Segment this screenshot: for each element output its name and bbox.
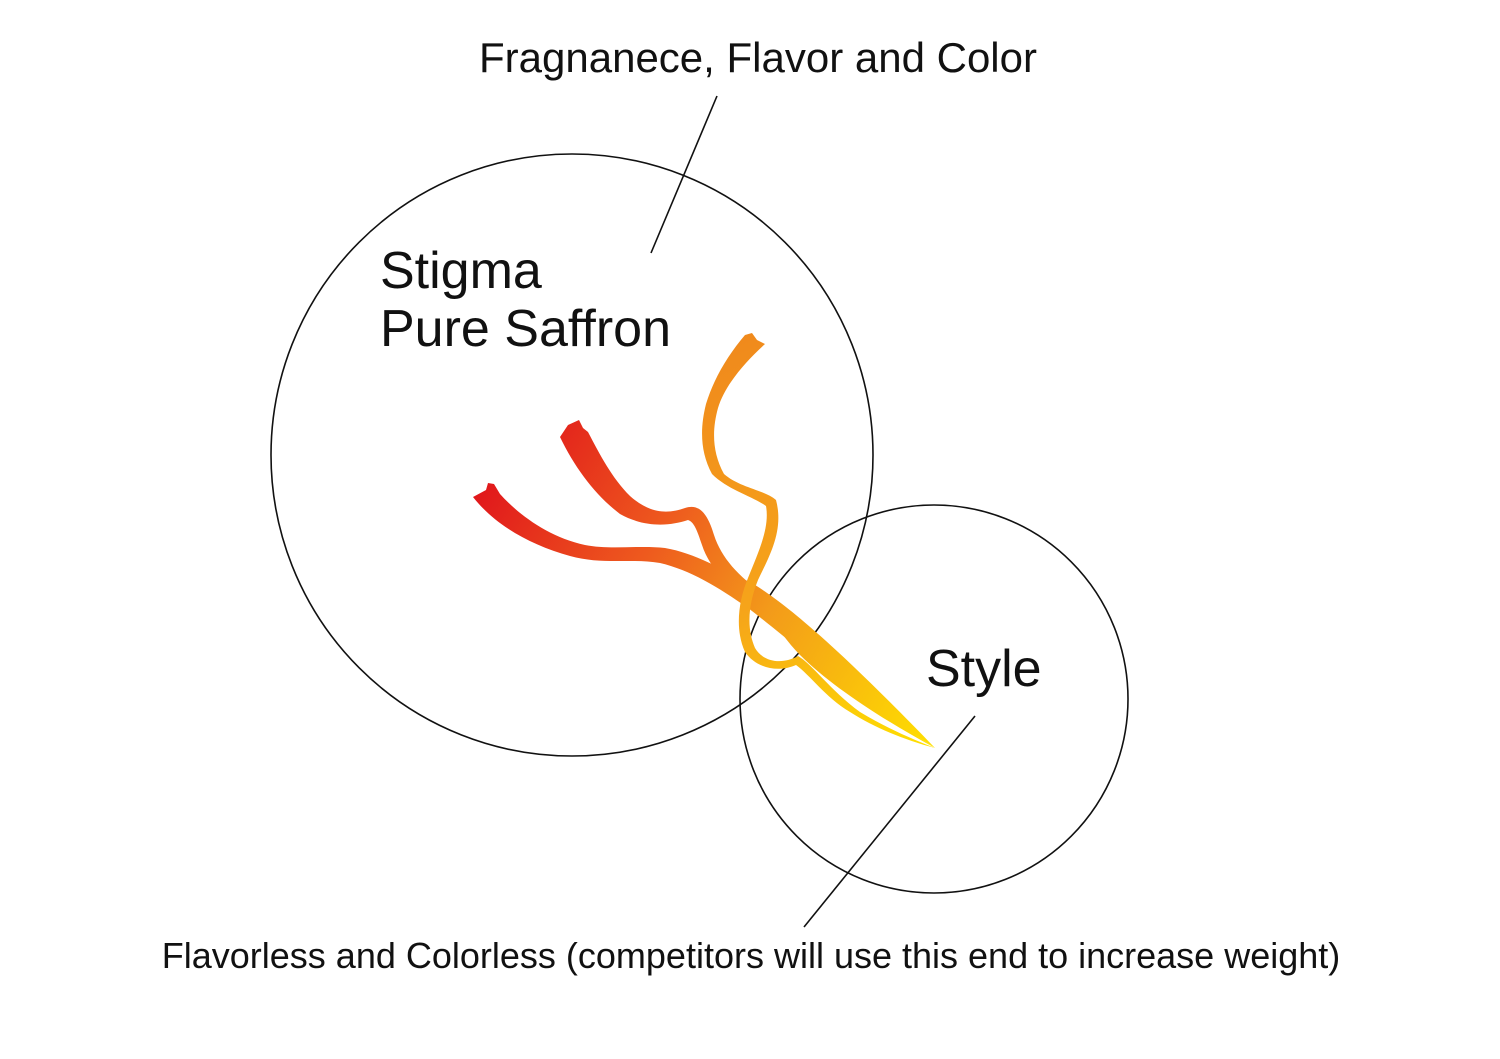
top-leader-line bbox=[650, 95, 718, 254]
top-callout-label: Fragnanece, Flavor and Color bbox=[479, 34, 1037, 81]
saffron-thread-3 bbox=[702, 333, 935, 748]
stigma-title: Stigma bbox=[380, 242, 542, 300]
saffron-thread-1 bbox=[473, 483, 935, 748]
style-circle bbox=[739, 504, 1129, 894]
bottom-leader-line bbox=[803, 715, 976, 928]
stigma-subtitle: Pure Saffron bbox=[380, 300, 671, 358]
bottom-callout-label: Flavorless and Colorless (competitors wi… bbox=[162, 935, 1341, 976]
style-label: Style bbox=[926, 640, 1042, 698]
stigma-circle bbox=[270, 153, 874, 757]
